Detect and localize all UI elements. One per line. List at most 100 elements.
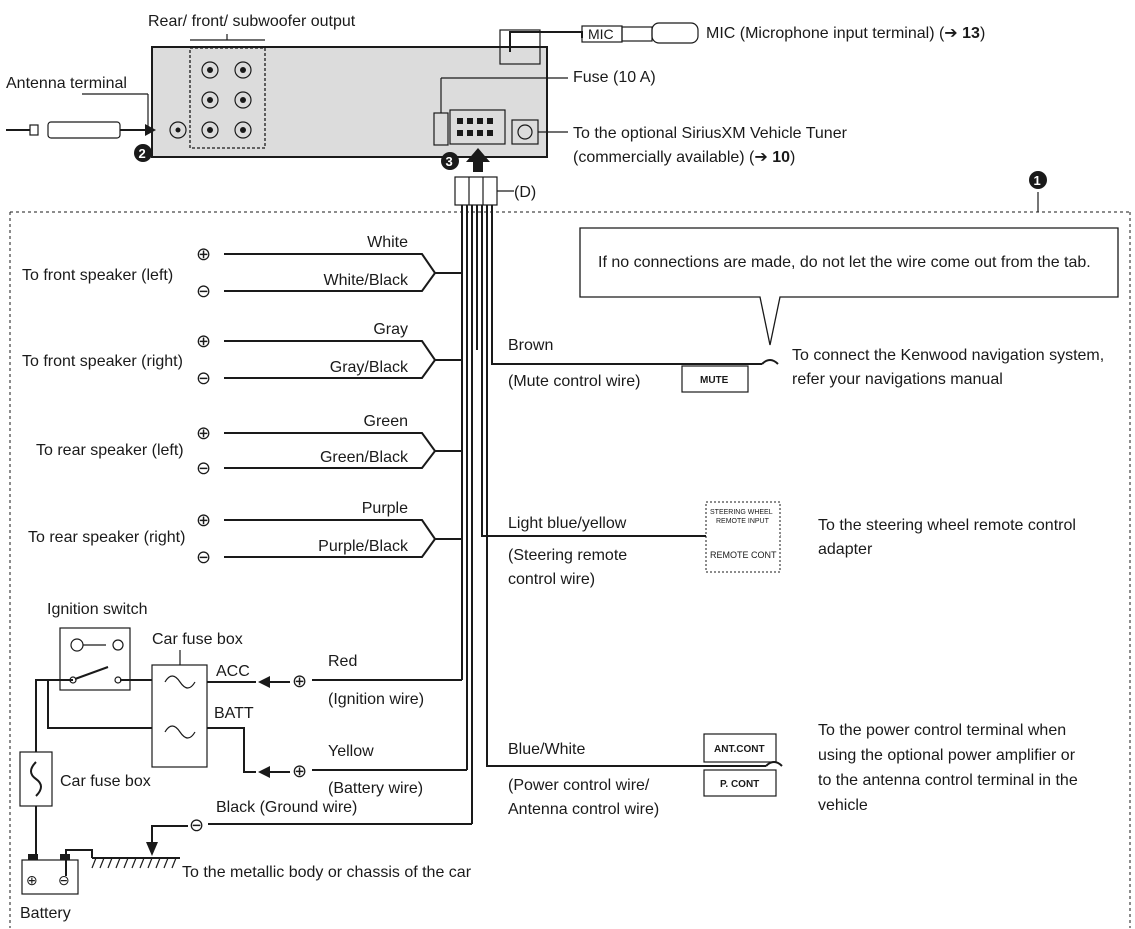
p-cont-tag-box [703, 769, 777, 797]
rca-jacks [201, 61, 252, 139]
steering-wire [481, 520, 764, 537]
power-control-target-4: vehicle [818, 797, 868, 814]
mic-tag: MIC [588, 26, 614, 42]
power-control-target-1: To the power control terminal when [818, 722, 1066, 739]
battery-body [21, 859, 79, 895]
ignition-wire-color: Red [328, 653, 357, 670]
mic-plug-body [621, 26, 653, 42]
sxm-label-2: (commercially available) (➔ 10) [573, 149, 795, 166]
negative-terminal-icon: ⊖ [196, 547, 211, 567]
speaker-label: To rear speaker (left) [36, 442, 184, 459]
callout-bubble [579, 227, 1119, 346]
steering-tag-bottom: REMOTE CONT [710, 550, 777, 560]
positive-terminal-icon: ⊕ [196, 423, 211, 443]
step-1-number: 1 [1034, 173, 1041, 188]
car-fuse-box-main: Car fuse box ACC BATT [151, 631, 254, 768]
mute-target-1: To connect the Kenwood navigation system… [792, 347, 1104, 364]
switch-lever [74, 666, 109, 680]
power-control-wire-desc-1: (Power control wire/ [508, 777, 650, 794]
battery-negative-icon: ⊖ [58, 872, 70, 888]
mute-target-2: refer your navigations manual [792, 371, 1003, 388]
battery-arrow [258, 766, 270, 778]
acc-fuse-symbol [164, 675, 196, 689]
chassis-ground-icon [91, 857, 180, 869]
car-fuse-box-main-body [151, 664, 208, 768]
power-wires: ⊕ Red (Ignition wire) ⊕ Yellow (Battery … [91, 653, 472, 881]
negative-wire-color: White/Black [324, 272, 409, 289]
speaker-rear-right: To rear speaker (right) ⊕ ⊖ Purple Purpl… [28, 500, 462, 567]
rca-output-panel [189, 47, 266, 149]
power-control-wire-group: Blue/White (Power control wire/ Antenna … [486, 722, 1078, 818]
car-fuse-box-side-label: Car fuse box [60, 773, 151, 790]
key-icon [70, 638, 124, 652]
steering-wire-desc-1: (Steering remote [508, 547, 627, 564]
positive-terminal-icon: ⊕ [196, 331, 211, 351]
positive-wire-color: Purple [362, 500, 408, 517]
ground-target: To the metallic body or chassis of the c… [182, 864, 472, 881]
positive-wire-color: White [367, 234, 408, 251]
steering-wire-desc-2: control wire) [508, 571, 595, 588]
power-control-wire [486, 760, 766, 767]
negative-wire-color: Purple/Black [318, 538, 409, 555]
mute-wire-color: Brown [508, 337, 553, 354]
steering-tag-top-1: STEERING WHEEL [710, 509, 773, 516]
speaker-front-right: To front speaker (right) ⊕ ⊖ Gray Gray/B… [22, 321, 462, 388]
inline-fuse-body [19, 751, 53, 807]
ground-arrow-line [151, 825, 188, 846]
steering-wire-group: Light blue/yellow (Steering remote contr… [481, 501, 1076, 588]
step-3-number: 3 [446, 154, 453, 169]
negative-terminal-icon: ⊖ [196, 458, 211, 478]
wire-bundle [461, 205, 493, 824]
step-2-number: 2 [139, 146, 146, 161]
batt-fuse-symbol [164, 725, 196, 739]
p-cont-tag: P. CONT [720, 779, 759, 790]
ignition-positive-icon: ⊕ [292, 671, 307, 691]
sxm-label-1: To the optional SiriusXM Vehicle Tuner [573, 125, 848, 142]
power-control-wire-desc-2: Antenna control wire) [508, 801, 659, 818]
speaker-label: To front speaker (left) [22, 267, 173, 284]
negative-wire-color: Green/Black [320, 449, 409, 466]
battery-positive-icon: ⊕ [292, 761, 307, 781]
battery: ⊕ ⊖ Battery [20, 854, 79, 922]
ground-arrow [146, 842, 158, 856]
positive-wire-color: Gray [373, 321, 408, 338]
power-control-target-3: to the antenna control terminal in the [818, 772, 1078, 789]
antenna-socket-pin [175, 127, 181, 133]
ground-negative-icon: ⊖ [189, 815, 204, 835]
acc-terminal-label: ACC [216, 663, 250, 680]
rca-output-label: Rear/ front/ subwoofer output [148, 13, 356, 30]
speaker-label: To front speaker (right) [22, 353, 183, 370]
harness-plug-d [454, 176, 498, 206]
battery-wire-color: Yellow [328, 743, 374, 760]
positive-terminal-icon: ⊕ [196, 510, 211, 530]
mic-label: MIC (Microphone input terminal) (➔ 13) [706, 25, 985, 42]
harness-socket-pins [457, 118, 493, 136]
battery-positive-icon: ⊕ [26, 872, 38, 888]
power-control-target-2: using the optional power amplifier or [818, 747, 1076, 764]
battery-label: Battery [20, 905, 71, 922]
fuse-element [433, 112, 449, 146]
batt-terminal-label: BATT [214, 705, 254, 722]
connector-d-label: (D) [514, 184, 536, 201]
negative-terminal-icon: ⊖ [196, 368, 211, 388]
speaker-wire-pair [224, 519, 462, 558]
mute-tag-box [681, 365, 749, 393]
inline-fuse-symbol [30, 761, 42, 797]
antenna-plug [6, 121, 128, 139]
sxm-socket-ring [517, 124, 533, 140]
car-fuse-box-inline: Car fuse box [19, 751, 151, 807]
steering-wire-color: Light blue/yellow [508, 515, 627, 532]
steering-tag-box [705, 501, 781, 573]
ignition-switch-box [59, 627, 131, 691]
steering-tag-top-2: REMOTE INPUT [716, 518, 770, 525]
steering-target-1: To the steering wheel remote control [818, 517, 1076, 534]
battery-post-positive [28, 854, 38, 860]
speaker-front-left: To front speaker (left) ⊕ ⊖ White White/… [22, 234, 462, 301]
speaker-label: To rear speaker (right) [28, 529, 185, 546]
ignition-switch: Ignition switch [47, 601, 148, 691]
mic-plug-tip [651, 22, 699, 44]
step-3-badge [441, 152, 459, 170]
antenna-terminal-label: Antenna terminal [6, 75, 127, 92]
ignition-wire-desc: (Ignition wire) [328, 691, 424, 708]
mute-wire-group: Brown (Mute control wire) MUTE To connec… [491, 282, 1104, 393]
